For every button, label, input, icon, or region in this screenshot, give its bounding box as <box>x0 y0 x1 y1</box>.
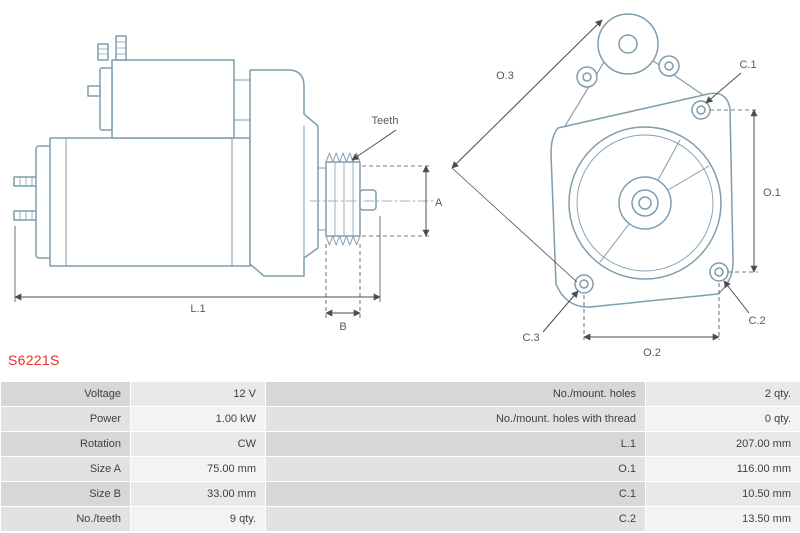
dim-a-label: A <box>435 197 443 209</box>
dim-o3-label: O.3 <box>496 70 514 82</box>
spec-row: Voltage 12 V No./mount. holes 2 qty. <box>1 382 800 406</box>
rear-bolts <box>13 176 39 221</box>
spec-value: 0 qty. <box>646 407 800 431</box>
front-view-dimensions: O.3 C.1 O.1 C.2 C.3 O.2 <box>451 19 781 359</box>
spec-value: 116.00 mm <box>646 457 800 481</box>
starter-motor-technical-drawing: Teeth A L.1 B <box>13 13 781 359</box>
dim-b-label: B <box>339 321 346 333</box>
dim-c2-label: C.2 <box>748 315 765 327</box>
spec-label: C.2 <box>266 507 645 531</box>
side-view-dimensions: Teeth A L.1 B <box>14 115 443 333</box>
spec-label: Size B <box>1 482 130 506</box>
spec-row: Size B 33.00 mm C.1 10.50 mm <box>1 482 800 506</box>
spec-value: 1.00 kW <box>131 407 265 431</box>
specs-table: Voltage 12 V No./mount. holes 2 qty. Pow… <box>0 381 800 532</box>
spec-label: O.1 <box>266 457 645 481</box>
spec-value: 9 qty. <box>131 507 265 531</box>
spec-label: No./mount. holes <box>266 382 645 406</box>
part-number: S6221S <box>8 352 60 368</box>
spec-value: 10.50 mm <box>646 482 800 506</box>
teeth-label: Teeth <box>372 115 399 127</box>
motor-body <box>49 137 251 267</box>
spec-label: C.1 <box>266 482 645 506</box>
spec-value: 75.00 mm <box>131 457 265 481</box>
spec-row: Power 1.00 kW No./mount. holes with thre… <box>1 407 800 431</box>
spec-value: 207.00 mm <box>646 432 800 456</box>
spec-label: L.1 <box>266 432 645 456</box>
drive-housing <box>249 69 319 277</box>
spec-label: No./mount. holes with thread <box>266 407 645 431</box>
dim-l1-label: L.1 <box>190 303 205 315</box>
side-view-drawing <box>13 35 435 277</box>
spec-value: 2 qty. <box>646 382 800 406</box>
spec-value: 12 V <box>131 382 265 406</box>
motor-face <box>568 126 722 280</box>
spec-label: No./teeth <box>1 507 130 531</box>
solenoid <box>87 35 251 139</box>
mounting-holes <box>574 100 729 294</box>
spec-row: No./teeth 9 qty. C.2 13.50 mm <box>1 507 800 531</box>
spec-label: Rotation <box>1 432 130 456</box>
dim-o1-label: O.1 <box>763 187 781 199</box>
front-view-drawing <box>550 13 734 308</box>
spec-label: Voltage <box>1 382 130 406</box>
spec-value: CW <box>131 432 265 456</box>
dim-o2-label: O.2 <box>643 347 661 359</box>
dim-c1-label: C.1 <box>739 59 756 71</box>
spec-value: 33.00 mm <box>131 482 265 506</box>
dim-c3-label: C.3 <box>522 332 539 344</box>
spec-value: 13.50 mm <box>646 507 800 531</box>
spec-label: Power <box>1 407 130 431</box>
spec-row: Rotation CW L.1 207.00 mm <box>1 432 800 456</box>
pinion-gear <box>325 152 377 246</box>
spec-row: Size A 75.00 mm O.1 116.00 mm <box>1 457 800 481</box>
spec-label: Size A <box>1 457 130 481</box>
